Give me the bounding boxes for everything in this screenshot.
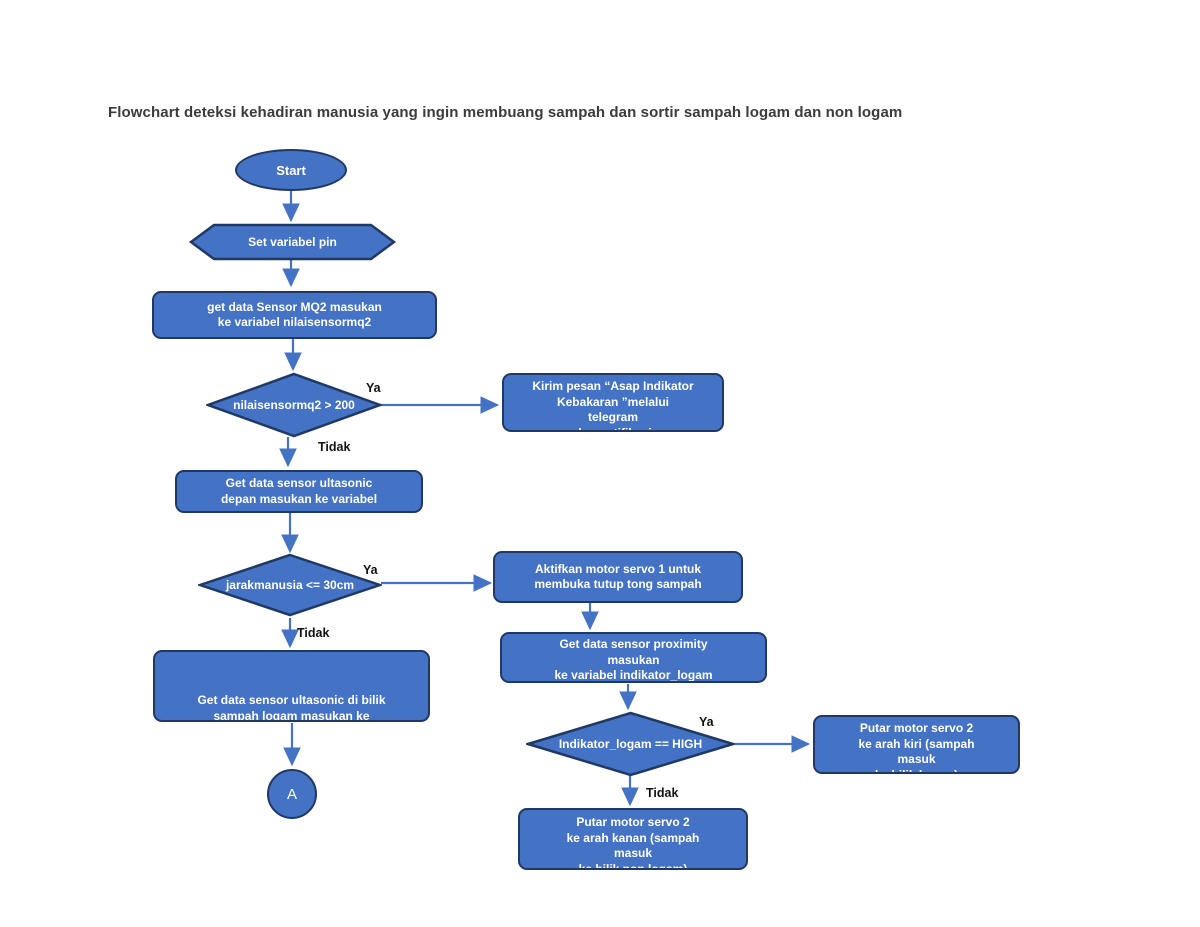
ultrasonic-bilik-process: Get data sensor ultasonic di bilik sampa… — [153, 650, 430, 722]
mq2-decision: nilaisensormq2 > 200 — [206, 372, 382, 438]
process-text: membuka tutup tong sampah — [534, 577, 702, 591]
process-text: Putar motor servo 2 — [859, 721, 974, 735]
branch-label-ya-2: Ya — [363, 563, 378, 577]
process-text: ke arah kanan (sampah — [566, 830, 700, 845]
process-text: Aktifkan motor servo 1 untuk — [534, 561, 702, 576]
set-variabel-pin-label: Set variabel pin — [248, 235, 337, 249]
branch-label-ya-1: Ya — [366, 381, 381, 395]
process-text: Get data sensor proximity — [559, 637, 708, 651]
process-text-clipped: ke bilik logam) — [815, 768, 1018, 773]
process-text-clipped: dan notifikasi — [504, 426, 722, 431]
branch-label-ya-3: Ya — [699, 715, 714, 729]
process-text: telegram — [587, 410, 639, 424]
process-text: masuk — [897, 752, 936, 766]
jarak-decision-label: jarakmanusia <= 30cm — [225, 578, 355, 592]
logam-decision-label: Indikator_logam == HIGH — [558, 737, 703, 751]
get-mq2-process: get data Sensor MQ2 masukan ke variabel … — [152, 291, 437, 339]
jarak-decision: jarakmanusia <= 30cm — [198, 553, 382, 617]
set-variabel-pin-preparation: Set variabel pin — [188, 223, 397, 261]
offpage-connector-a: A — [267, 769, 317, 819]
servo2-kanan-process: Putar motor servo 2 ke arah kanan (sampa… — [518, 808, 748, 870]
process-text: masuk — [613, 846, 653, 860]
process-text: Kebakaran ”melalui — [556, 394, 670, 409]
logam-decision: Indikator_logam == HIGH — [526, 711, 735, 777]
process-text: Get data sensor ultasonic di bilik — [197, 693, 386, 707]
process-text: get data Sensor MQ2 masukan — [207, 299, 382, 314]
process-text: Kirim pesan “Asap Indikator — [532, 379, 694, 393]
process-text: Putar motor servo 2 — [576, 815, 690, 829]
process-text: Get data sensor ultasonic — [225, 476, 373, 490]
branch-label-tidak-2: Tidak — [297, 626, 330, 640]
connector-a-label: A — [286, 785, 297, 803]
kirim-telegram-process: Kirim pesan “Asap Indikator Kebakaran ”m… — [502, 373, 724, 432]
start-terminator: Start — [235, 149, 347, 191]
mq2-decision-label: nilaisensormq2 > 200 — [233, 398, 355, 412]
servo1-process: Aktifkan motor servo 1 untuk membuka tut… — [493, 551, 743, 603]
page-title: Flowchart deteksi kehadiran manusia yang… — [108, 104, 903, 121]
process-text-clipped: ke bilik non logam) — [578, 861, 688, 870]
process-text: masukan — [607, 652, 660, 667]
proximity-process: Get data sensor proximity masukan ke var… — [500, 632, 767, 683]
process-text-clipped: ke variabel indikator_logam — [554, 668, 713, 682]
branch-label-tidak-3: Tidak — [646, 786, 679, 800]
branch-label-tidak-1: Tidak — [318, 440, 351, 454]
process-text: depan masukan ke variabel — [220, 491, 378, 506]
process-text: ke arah kiri (sampah — [858, 736, 975, 751]
ultrasonic-depan-process: Get data sensor ultasonic depan masukan … — [175, 470, 423, 513]
start-label: Start — [276, 162, 306, 178]
process-text-clipped: sampah logam masukan ke — [213, 708, 370, 722]
servo2-kiri-process: Putar motor servo 2 ke arah kiri (sampah… — [813, 715, 1020, 774]
process-text: ke variabel nilaisensormq2 — [217, 315, 372, 329]
